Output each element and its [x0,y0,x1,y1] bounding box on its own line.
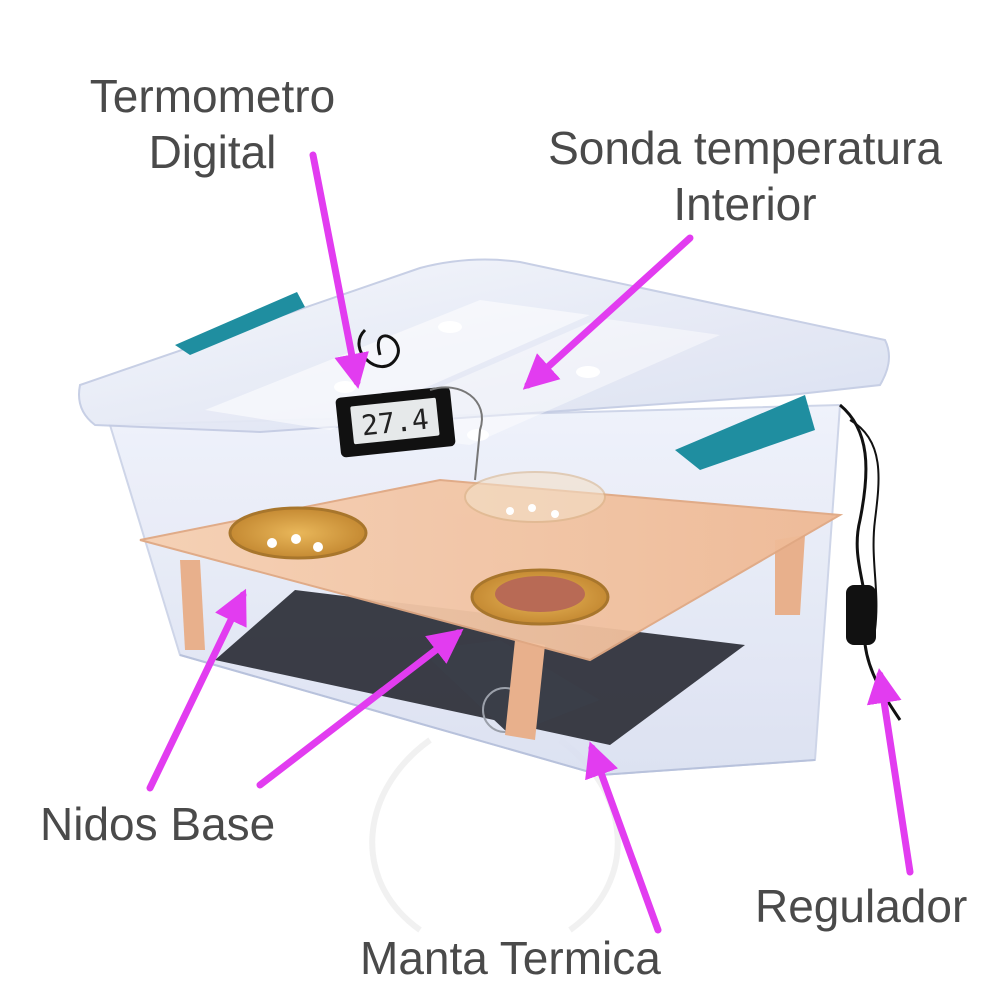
thermometer-display-icon: 27.4 [335,328,456,458]
arrow-nest-left [146,588,247,792]
label-probe-line1: Sonda temperatura [548,122,942,174]
arrow-regulator [866,668,914,876]
annotation-arrows [146,151,914,934]
temperature-probe-icon [429,386,483,481]
label-thermometer-line2: Digital [148,126,277,178]
lid-clip-right [675,395,815,470]
label-thermometer: Termometro Digital [70,68,355,180]
nest-board [139,471,844,740]
label-nests: Nidos Base [40,798,276,850]
label-probe-line2: Interior [673,178,817,230]
label-regulator: Regulador [755,880,968,932]
arrow-nest-right [256,628,464,789]
power-cable-icon [839,403,902,721]
arrow-blanket [585,741,662,934]
label-thermometer-line1: Termometro [89,70,336,122]
arrow-probe [522,234,694,390]
lid-clip-left [175,292,305,355]
switch-regulator-icon [846,585,876,645]
nest-bowl-back [464,471,606,523]
label-blanket: Manta Termica [360,932,661,984]
arrow-thermometer [309,151,369,389]
chicks-icon [495,576,585,612]
nest-bowl-left [228,506,368,560]
thermometer-reading: 27.4 [360,403,431,443]
label-probe: Sonda temperatura Interior [525,120,965,232]
